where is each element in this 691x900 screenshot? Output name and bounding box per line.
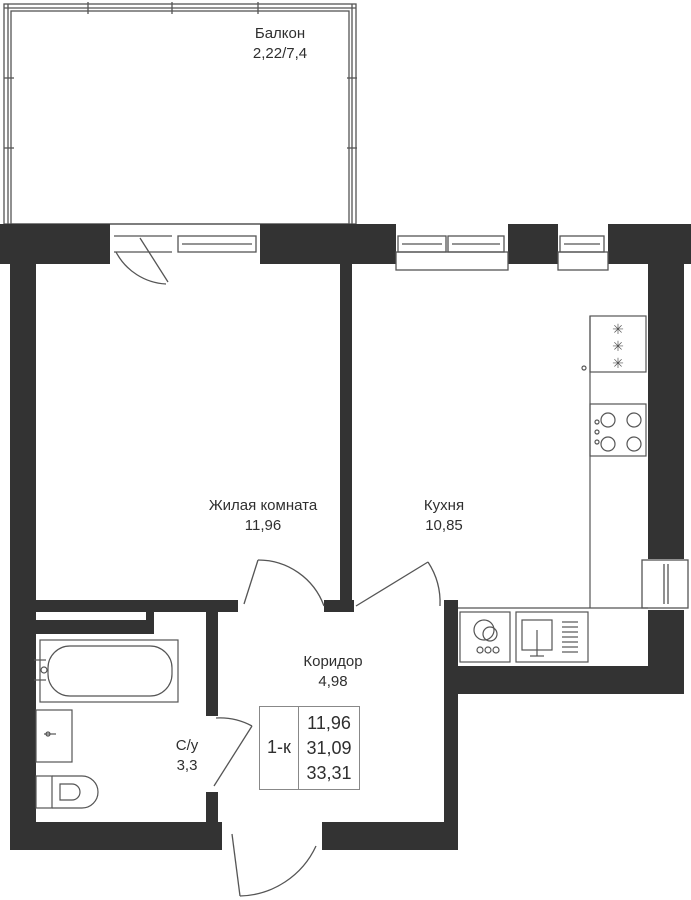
balcony-label: Балкон 2,22/7,4 <box>230 24 330 64</box>
room-name: Балкон <box>254 25 306 42</box>
walls <box>0 224 691 850</box>
room-name: Жилая комната <box>208 497 318 514</box>
windows <box>177 235 689 609</box>
room-name: Кухня <box>423 497 465 514</box>
svg-text:✳: ✳ <box>612 322 624 338</box>
room-area: 11,96 <box>244 517 282 534</box>
summary-divider <box>298 707 299 789</box>
room-name: С/у <box>175 737 199 754</box>
summary-values: 11,96 31,09 33,31 <box>300 711 358 786</box>
bathroom-label: С/у 3,3 <box>164 736 210 776</box>
apartment-type: 1-к <box>267 737 291 757</box>
kitchen-counter: ✳ ✳ ✳ <box>458 315 648 663</box>
total-area-with-balcony-value: 33,31 <box>306 763 352 783</box>
balcony-door <box>114 235 172 285</box>
kitchen-label: Кухня 10,85 <box>404 496 484 536</box>
room-area: 10,85 <box>425 517 463 534</box>
balcony-outline <box>3 2 357 225</box>
svg-text:✳: ✳ <box>612 339 624 355</box>
area-summary-box: 1-к 11,96 31,09 33,31 <box>259 706 360 790</box>
room-area: 3,3 <box>176 757 198 774</box>
room-area: 4,98 <box>318 673 348 690</box>
interior-doors <box>213 559 441 897</box>
corridor-label: Коридор 4,98 <box>288 652 378 692</box>
bathroom-fixtures <box>34 639 179 809</box>
total-area-value: 31,09 <box>306 738 352 758</box>
room-name: Коридор <box>303 653 363 670</box>
living-area-value: 11,96 <box>307 713 351 733</box>
svg-text:✳: ✳ <box>612 356 624 372</box>
living-room-label: Жилая комната 11,96 <box>190 496 336 536</box>
room-area: 2,22/7,4 <box>252 45 308 62</box>
